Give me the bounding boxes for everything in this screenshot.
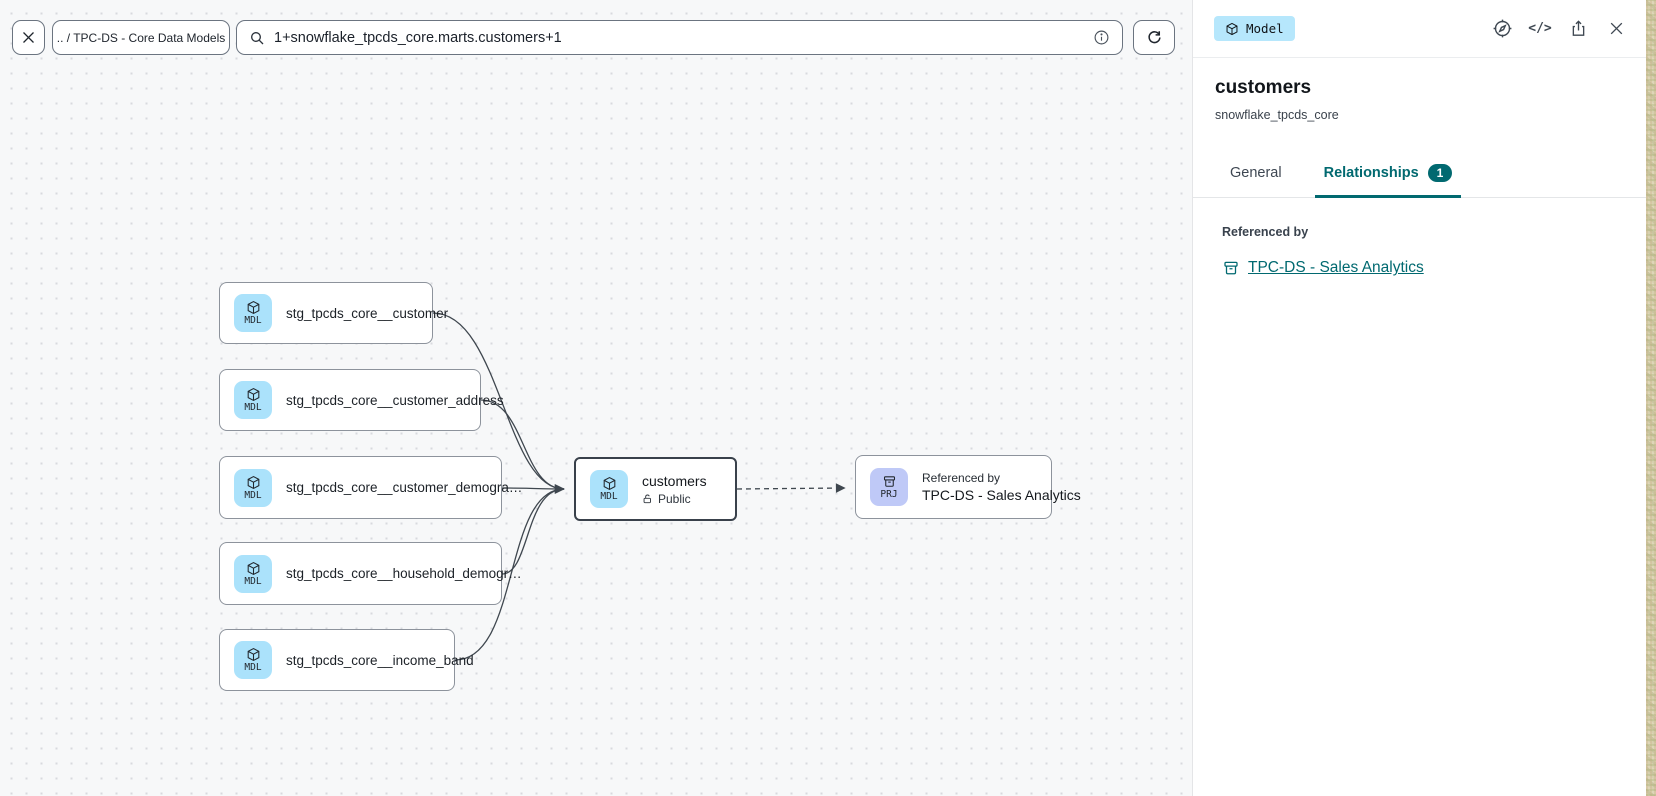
tab-label: General (1230, 165, 1282, 182)
cube-icon (1226, 22, 1238, 35)
lineage-canvas[interactable]: MDL stg_tpcds_core__customer MDL stg_tpc… (0, 0, 1192, 796)
archive-icon (883, 476, 895, 488)
chip-label: MDL (244, 315, 262, 327)
unlock-icon (643, 494, 651, 503)
cube-icon (247, 561, 259, 575)
node-label: stg_tpcds_core__customer (286, 305, 449, 321)
node-label: stg_tpcds_core__customer_address (286, 392, 504, 408)
refresh-button[interactable] (1133, 20, 1175, 55)
explore-compass-icon (1493, 19, 1511, 38)
info-icon[interactable] (1093, 29, 1110, 46)
panel-title-block: customers snowflake_tpcds_core (1193, 58, 1646, 122)
resource-type-badge: Model (1214, 16, 1295, 41)
refresh-icon (1147, 31, 1161, 44)
chip-label: PRJ (880, 489, 898, 501)
tab-label: Relationships (1323, 165, 1419, 182)
access-label: Public (658, 491, 691, 506)
project-node-sales-analytics[interactable]: PRJ Referenced by TPC-DS - Sales Analyti… (855, 455, 1081, 519)
breadcrumb[interactable]: .. / TPC-DS - Core Data Models (52, 20, 230, 55)
lineage-search (236, 20, 1123, 55)
close-icon (1610, 22, 1622, 35)
model-type-chip: MDL (590, 470, 628, 508)
model-node-stg-household-demographics[interactable]: MDL stg_tpcds_core__household_demogr… (219, 542, 522, 605)
section-heading: Referenced by (1222, 225, 1309, 240)
model-type-chip: MDL (234, 381, 272, 419)
project-subtitle: snowflake_tpcds_core (1215, 108, 1339, 122)
close-icon (23, 32, 34, 43)
details-panel: Model </> customers snowflake_tpcds_core… (1192, 0, 1646, 796)
referenced-project-link[interactable]: TPC-DS - Sales Analytics (1248, 259, 1424, 277)
model-node-stg-customer-address[interactable]: MDL stg_tpcds_core__customer_address (219, 369, 504, 431)
cube-icon (247, 388, 259, 402)
model-type-chip: MDL (234, 468, 272, 507)
close-lineage-button[interactable] (12, 20, 45, 55)
page-title: customers (1215, 77, 1312, 98)
resource-type-label: Model (1246, 21, 1284, 36)
chip-label: MDL (244, 402, 262, 414)
share-button[interactable] (1566, 17, 1590, 41)
chip-label: MDL (244, 575, 262, 587)
desktop-wallpaper-sliver (1646, 0, 1656, 796)
model-node-stg-customer[interactable]: MDL stg_tpcds_core__customer (219, 282, 448, 344)
lineage-edges (432, 312, 846, 661)
node-label: stg_tpcds_core__income_band (286, 652, 474, 668)
panel-header: Model </> (1193, 0, 1646, 58)
project-type-chip: PRJ (870, 468, 908, 506)
archive-icon (1224, 262, 1238, 275)
model-node-stg-customer-demographics[interactable]: MDL stg_tpcds_core__customer_demogra… (219, 456, 522, 519)
code-icon: </> (1528, 21, 1552, 36)
chip-label: MDL (600, 491, 618, 503)
node-label: stg_tpcds_core__household_demogr… (286, 566, 522, 581)
tab-general[interactable]: General (1221, 164, 1291, 198)
chip-label: MDL (244, 662, 262, 674)
open-in-explorer-button[interactable] (1490, 17, 1514, 41)
chip-label: MDL (244, 489, 262, 501)
cube-icon (247, 648, 259, 662)
node-label: TPC-DS - Sales Analytics (922, 487, 1081, 503)
close-panel-button[interactable] (1604, 17, 1628, 41)
model-type-chip: MDL (234, 554, 272, 593)
model-type-chip: MDL (234, 641, 272, 679)
search-input[interactable] (274, 29, 1084, 46)
view-code-button[interactable]: </> (1528, 17, 1552, 41)
model-node-customers-selected[interactable]: MDL customers Public (574, 457, 737, 521)
model-type-chip: MDL (234, 294, 272, 332)
breadcrumb-label: .. / TPC-DS - Core Data Models (56, 30, 226, 45)
node-label: customers (642, 472, 707, 489)
cube-icon (247, 301, 259, 315)
cube-icon (603, 477, 615, 491)
node-label: stg_tpcds_core__customer_demogra… (286, 480, 523, 495)
cube-icon (247, 475, 259, 489)
node-kicker: Referenced by (922, 471, 1001, 485)
tab-count-badge: 1 (1427, 164, 1453, 183)
tab-relationships[interactable]: Relationships 1 (1314, 164, 1462, 199)
search-icon (251, 31, 264, 44)
panel-tabs: General Relationships 1 (1193, 164, 1646, 199)
model-node-stg-income-band[interactable]: MDL stg_tpcds_core__income_band (219, 629, 474, 691)
referenced-project-row: TPC-DS - Sales Analytics (1222, 259, 1624, 277)
referenced-by-section: Referenced by TPC-DS - Sales Analytics (1193, 198, 1646, 277)
share-icon (1572, 20, 1584, 36)
